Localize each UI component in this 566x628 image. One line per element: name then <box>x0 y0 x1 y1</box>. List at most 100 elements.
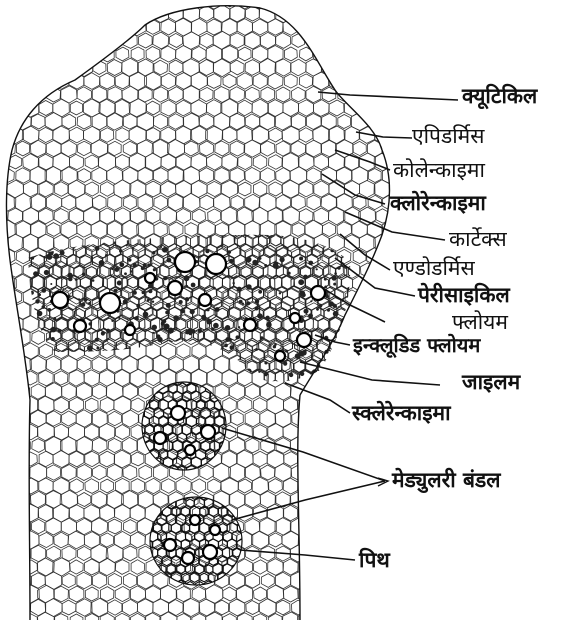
xylem-vessel <box>154 432 166 444</box>
tissue-cell <box>238 47 251 61</box>
tissue-cell <box>0 572 16 589</box>
tissue-cell <box>39 127 53 142</box>
tissue-cell <box>24 452 37 466</box>
stain-dot <box>288 272 291 275</box>
tissue-cell <box>361 506 374 520</box>
stain-dot <box>105 254 108 257</box>
tissue-cell <box>206 342 223 360</box>
xylem-vessel <box>164 539 176 551</box>
tissue-cell <box>108 87 122 103</box>
tissue-cell <box>62 411 77 426</box>
stain-dot <box>260 336 263 339</box>
stain-dot <box>50 331 52 333</box>
stain-dot <box>100 362 103 365</box>
tissue-cell <box>177 425 191 440</box>
tissue-cell <box>328 18 345 36</box>
tissue-cell <box>238 154 252 169</box>
stain-dot <box>167 258 172 263</box>
tissue-cell <box>367 572 384 590</box>
tissue-cell <box>108 438 121 452</box>
tissue-cell <box>68 18 84 35</box>
stain-dot <box>308 313 313 318</box>
tissue-cell <box>215 141 229 156</box>
stain-dot <box>141 267 145 271</box>
stain-dot <box>233 282 235 284</box>
tissue-cell <box>0 383 16 400</box>
stain-dot <box>84 298 88 302</box>
tissue-cell <box>206 0 223 9</box>
vascular-cell <box>324 371 336 383</box>
tissue-cell <box>254 560 267 574</box>
stain-dot <box>327 309 330 312</box>
tissue-cell <box>307 411 321 426</box>
vascular-cell <box>318 318 329 330</box>
tissue-cell <box>154 465 169 481</box>
tissue-cell <box>368 33 383 49</box>
tissue-cell <box>353 141 366 155</box>
tissue-cell <box>322 600 336 615</box>
tissue-cell <box>253 182 267 197</box>
label-collenchyma: कोलेन्काइमा <box>393 160 485 181</box>
stain-dot <box>303 275 308 280</box>
stain-dot <box>185 285 188 288</box>
vascular-cell <box>103 275 116 289</box>
tissue-cell <box>137 112 153 130</box>
tissue-cell <box>329 423 345 441</box>
vascular-cell <box>199 277 210 289</box>
tissue-cell <box>53 558 70 576</box>
tissue-cell <box>360 289 375 306</box>
stain-dot <box>122 354 124 356</box>
tissue-cell <box>0 20 7 35</box>
stain-dot <box>113 289 117 293</box>
tissue-cell <box>298 19 314 36</box>
label-endodermis: एण्डोडर्मिस <box>393 258 475 279</box>
stain-dot <box>225 337 230 342</box>
tissue-cell <box>0 209 6 223</box>
tissue-cell <box>344 315 360 333</box>
tissue-cell <box>222 154 238 171</box>
tissue-cell <box>306 59 322 76</box>
tissue-cell <box>383 357 396 372</box>
stain-dot <box>58 329 62 333</box>
tissue-cell <box>193 0 206 7</box>
stain-dot <box>276 264 279 267</box>
tissue-cell <box>329 46 344 62</box>
stain-dot <box>332 276 337 281</box>
tissue-cell <box>390 19 405 35</box>
tissue-cell <box>246 601 259 615</box>
xylem-vessel <box>185 445 195 455</box>
tissue-cell <box>260 168 275 184</box>
stain-dot <box>87 345 93 351</box>
tissue-cell <box>77 114 91 129</box>
tissue-cell <box>321 464 337 481</box>
stain-dot <box>190 309 195 314</box>
stain-dot <box>123 299 128 304</box>
leader-xylem <box>300 362 440 385</box>
tissue-cell <box>24 0 38 8</box>
tissue-cell <box>47 223 60 237</box>
tissue-cell <box>253 398 267 413</box>
stain-dot <box>238 326 240 328</box>
tissue-cell <box>276 33 291 49</box>
tissue-cell <box>345 479 358 493</box>
tissue-cell <box>299 128 313 143</box>
tissue-cell <box>22 234 39 252</box>
stain-dot <box>147 299 150 302</box>
stain-dot <box>91 256 93 258</box>
tissue-cell <box>238 479 251 493</box>
vascular-cell <box>73 349 86 363</box>
tissue-cell <box>32 61 45 75</box>
vascular-cell <box>235 298 246 310</box>
bundle-cell <box>201 376 210 385</box>
tissue-cell <box>32 439 45 453</box>
tissue-cell <box>390 532 405 549</box>
stain-dot <box>123 348 127 352</box>
vascular-cell <box>110 329 120 340</box>
tissue-cell <box>200 33 213 47</box>
tissue-cell <box>8 612 24 628</box>
stain-dot <box>152 325 157 330</box>
tissue-cell <box>221 45 237 63</box>
label-cortex: कार्टेक्स <box>449 229 507 250</box>
tissue-cell <box>55 614 69 628</box>
tissue-cell <box>291 59 307 76</box>
